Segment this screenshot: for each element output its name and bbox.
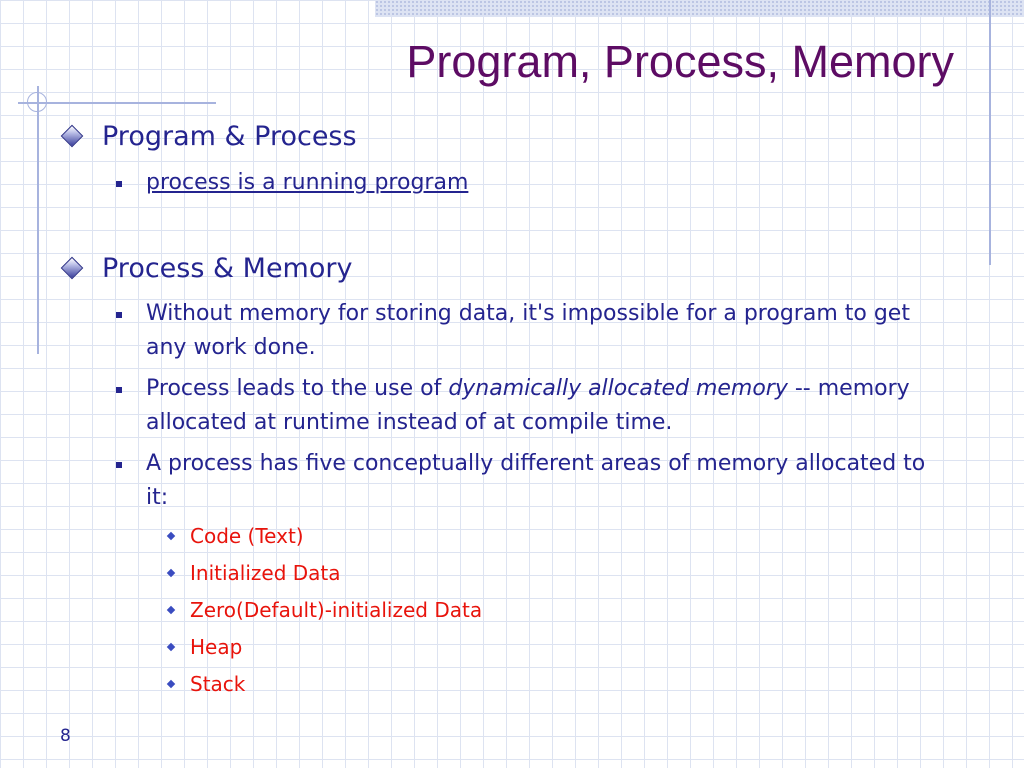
memory-area-label: Zero(Default)-initialized Data	[190, 598, 483, 622]
heading-process-memory: Process & Memory	[60, 253, 353, 284]
memory-area-label: Heap	[190, 635, 243, 659]
small-diamond-bullet-icon	[166, 679, 176, 689]
bullet-text: Without memory for storing data, it's im…	[146, 301, 910, 360]
top-horizontal-rule	[18, 102, 216, 104]
small-diamond-bullet-icon	[166, 605, 176, 615]
heading-text: Program & Process	[102, 121, 357, 152]
memory-area-item: Zero(Default)-initialized Data	[166, 598, 483, 622]
bullet-text: A process has five conceptually differen…	[146, 451, 926, 510]
diamond-bullet-icon	[60, 124, 84, 148]
diamond-bullet-icon	[60, 256, 84, 280]
small-diamond-bullet-icon	[166, 531, 176, 541]
memory-area-item: Heap	[166, 635, 243, 659]
small-diamond-bullet-icon	[166, 642, 176, 652]
memory-area-label: Code (Text)	[190, 524, 304, 548]
bullet-text-after: -- memory allocated at runtime instead o…	[146, 376, 910, 435]
bullet-five-areas: A process has five conceptually differen…	[116, 447, 946, 515]
bullet-memory-needed: Without memory for storing data, it's im…	[116, 297, 946, 365]
memory-area-label: Initialized Data	[190, 561, 341, 585]
page-number: 8	[60, 726, 71, 746]
decorative-circle	[27, 92, 47, 112]
slide-title: Program, Process, Memory	[406, 36, 954, 87]
small-diamond-bullet-icon	[166, 568, 176, 578]
bullet-text-before: Process leads to the use of	[146, 376, 449, 401]
bullet-running-program[interactable]: process is a running program	[116, 166, 946, 200]
bullet-dynamic-memory: Process leads to the use of dynamically …	[116, 372, 946, 440]
left-vertical-rule	[37, 86, 39, 354]
memory-area-item: Initialized Data	[166, 561, 341, 585]
right-vertical-rule	[989, 0, 991, 265]
square-bullet-icon	[116, 312, 122, 318]
process-definition-link[interactable]: process is a running program	[146, 170, 469, 195]
heading-text: Process & Memory	[102, 253, 353, 284]
square-bullet-icon	[116, 462, 122, 468]
bullet-emphasis: dynamically allocated memory	[448, 376, 788, 401]
square-bullet-icon	[116, 387, 122, 393]
memory-area-label: Stack	[190, 672, 246, 696]
header-pattern-band	[375, 0, 1024, 17]
memory-area-item: Stack	[166, 672, 246, 696]
square-bullet-icon	[116, 181, 122, 187]
memory-area-item: Code (Text)	[166, 524, 304, 548]
heading-program-process: Program & Process	[60, 121, 357, 152]
